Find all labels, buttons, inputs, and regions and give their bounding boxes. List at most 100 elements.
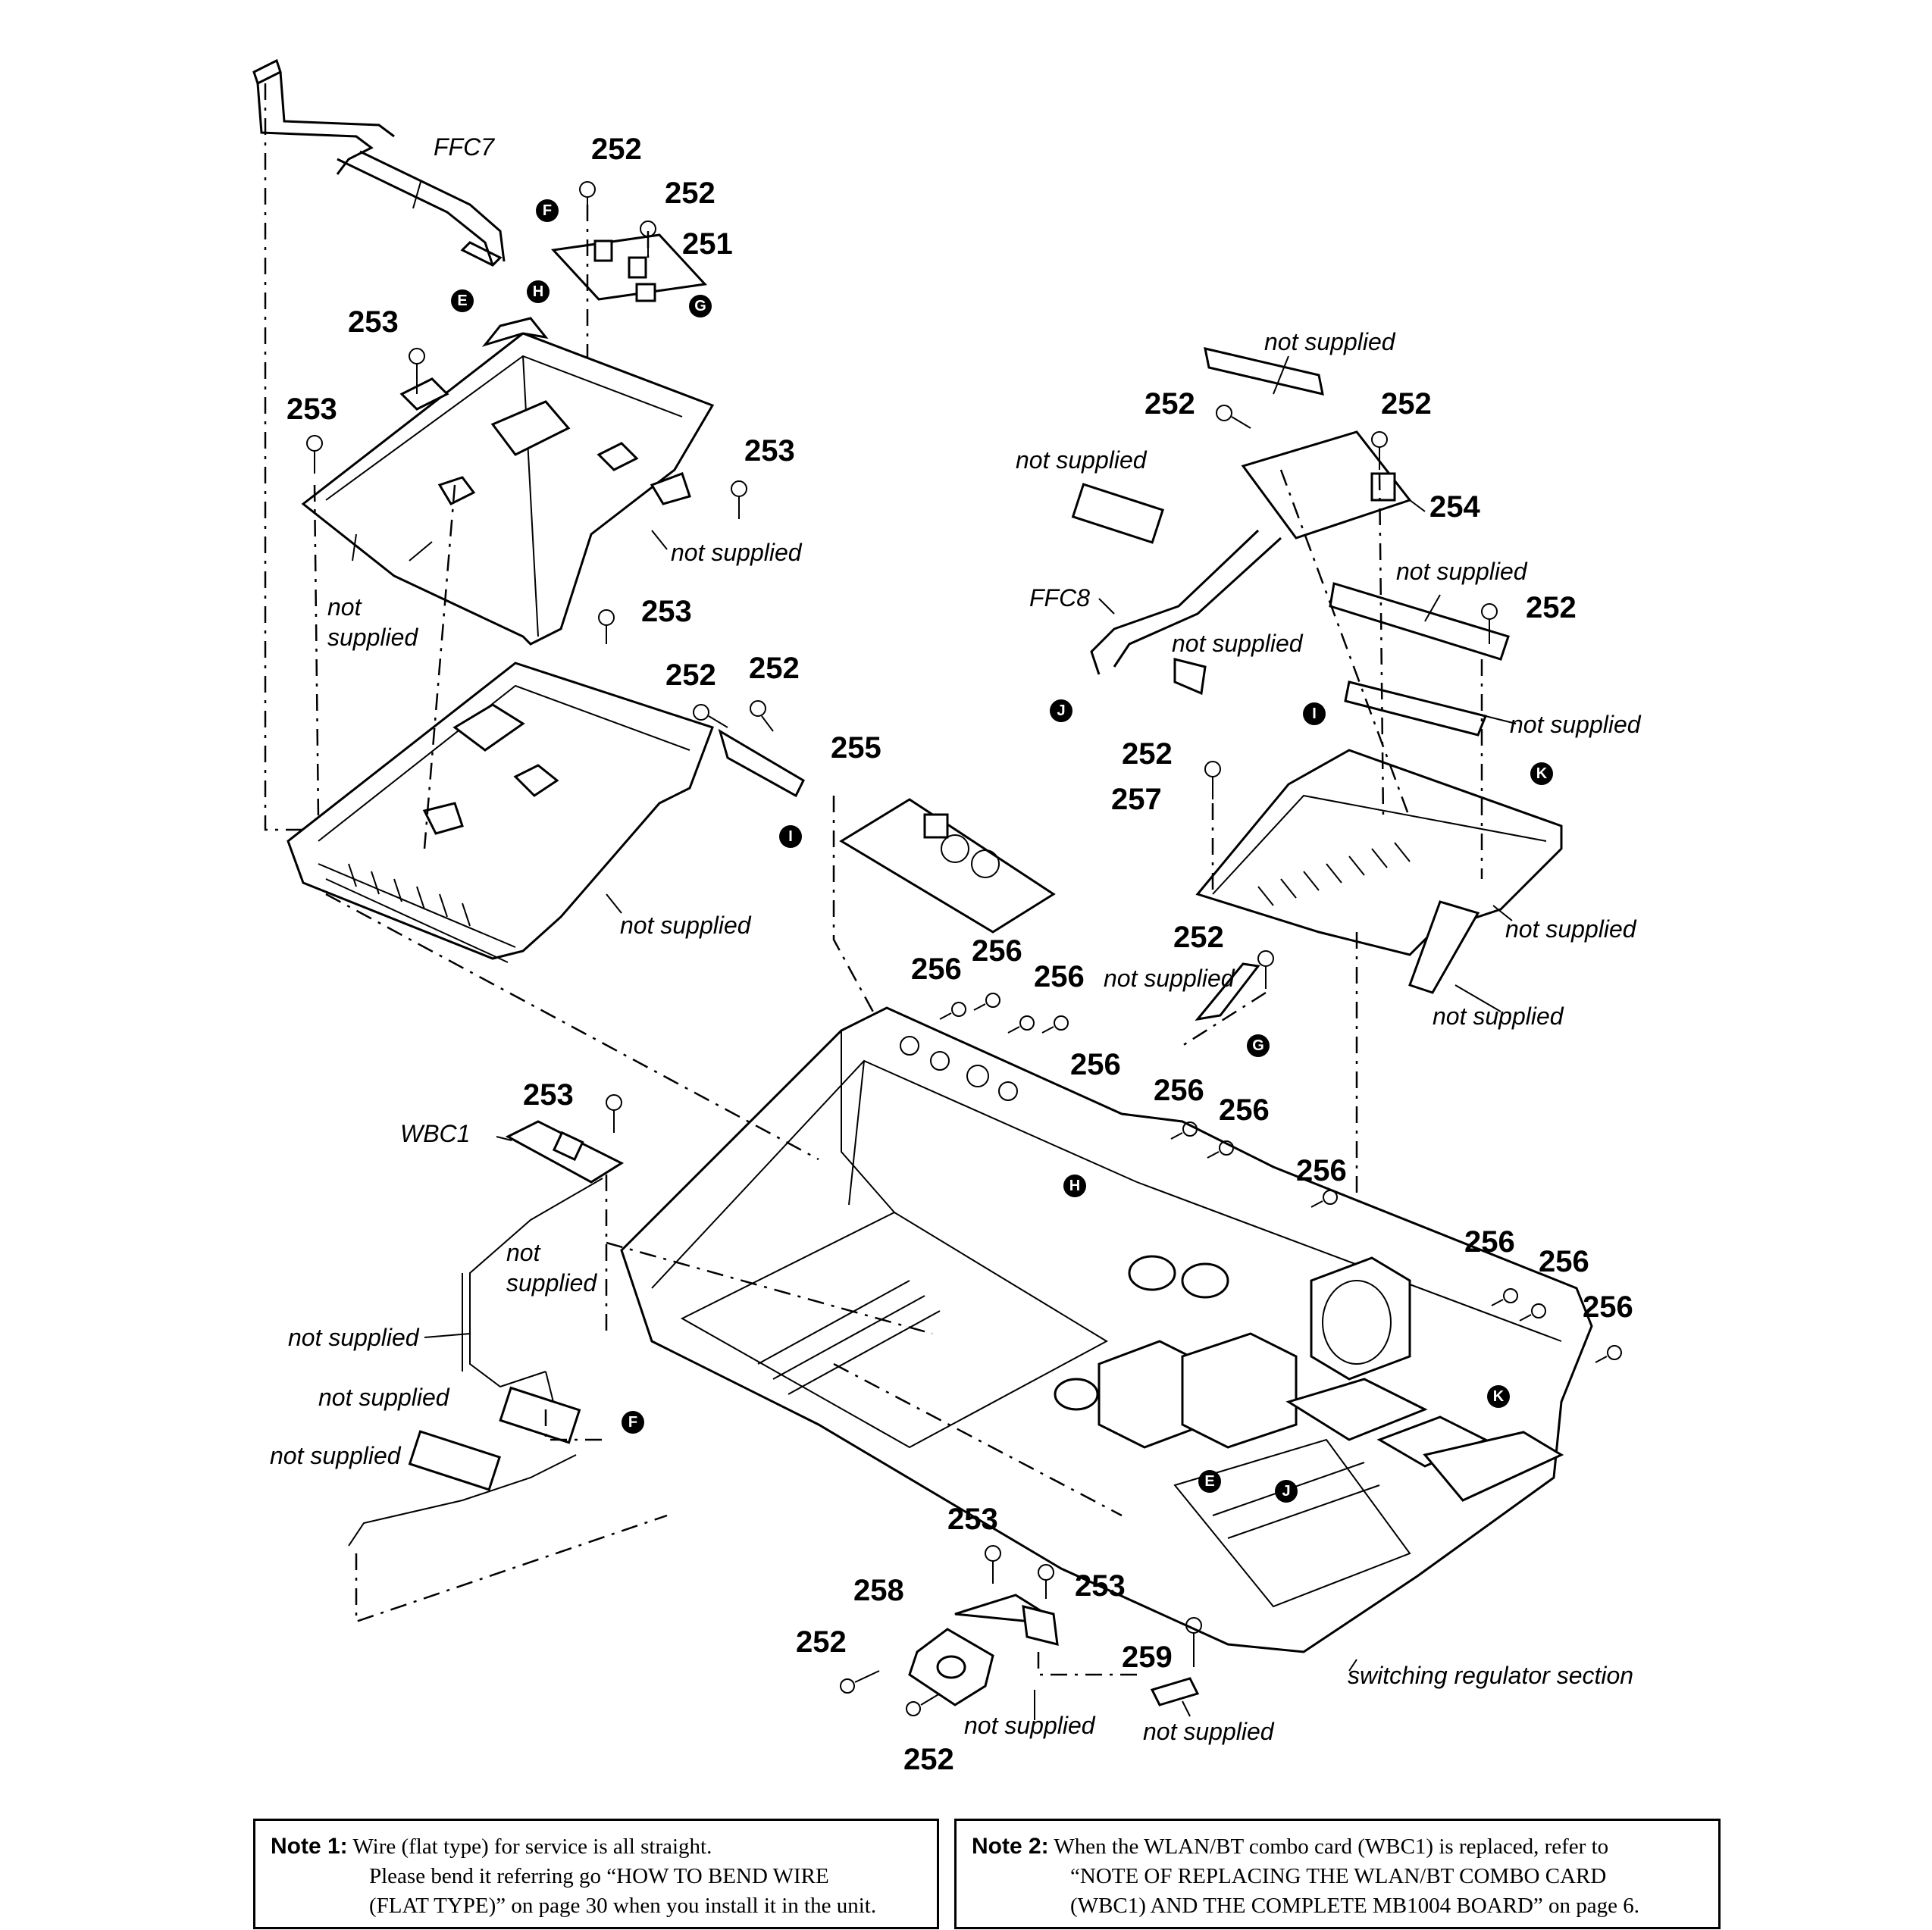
marker-k-lower: K	[1487, 1385, 1510, 1408]
svg-text:F: F	[628, 1414, 637, 1431]
note-1-line1: Wire (flat type) for service is all stra…	[352, 1835, 712, 1859]
note-1-label: Note 1:	[271, 1834, 348, 1859]
part-num-256: 256	[1219, 1093, 1270, 1127]
note-2-line2: “NOTE OF REPLACING THE WLAN/BT COMBO CAR…	[1070, 1864, 1607, 1888]
label-ffc7: FFC7	[434, 133, 495, 161]
leader-lines	[352, 181, 1517, 1720]
part-num-259: 259	[1122, 1641, 1173, 1674]
part-num-252: 252	[665, 658, 716, 692]
label-supplied: supplied	[506, 1269, 597, 1297]
part-num-256: 256	[1583, 1290, 1633, 1324]
svg-text:I: I	[788, 828, 793, 845]
part-num-253: 253	[641, 595, 692, 628]
marker-h-mid: H	[1063, 1175, 1086, 1197]
svg-text:H: H	[533, 283, 543, 300]
board-255	[839, 798, 1056, 934]
note-2-box: Note 2: When the WLAN/BT combo card (WBC…	[954, 1819, 1721, 1929]
part-num-252: 252	[1122, 737, 1173, 771]
part-num-251: 251	[682, 227, 733, 261]
part-num-256: 256	[972, 934, 1022, 968]
wbc1-cables	[348, 1178, 603, 1547]
part-num-256: 256	[1154, 1074, 1204, 1107]
mid-chassis-left	[287, 662, 805, 963]
note-1-box: Note 1: Wire (flat type) for service is …	[253, 1819, 939, 1929]
label-not-supplied: not supplied	[288, 1324, 420, 1351]
part-num-252: 252	[591, 133, 642, 166]
screws	[306, 181, 1622, 1716]
note-2-line3: (WBC1) AND THE COMPLETE MB1004 BOARD” on…	[1070, 1894, 1640, 1918]
part-num-252: 252	[1526, 591, 1577, 624]
wbc1-card	[505, 1120, 625, 1184]
ffc8-cable	[1071, 483, 1282, 675]
part-num-252: 252	[796, 1625, 847, 1659]
label-not: not	[506, 1239, 541, 1266]
part-num-252: 252	[1173, 921, 1224, 954]
bracket-259	[1150, 1677, 1200, 1706]
marker-g-top: G	[689, 295, 712, 317]
marker-e-lower: E	[1198, 1470, 1221, 1493]
marker-i-right: I	[1303, 702, 1326, 725]
label-not-supplied: not supplied	[318, 1384, 450, 1411]
note-2-line1: When the WLAN/BT combo card (WBC1) is re…	[1054, 1835, 1609, 1859]
label-not-supplied: not supplied	[1104, 965, 1235, 992]
label-not: not	[327, 593, 362, 621]
marker-e-top: E	[451, 289, 474, 312]
svg-text:E: E	[457, 292, 467, 309]
part-num-252: 252	[1381, 387, 1432, 421]
label-supplied: supplied	[327, 624, 418, 651]
note-1-line2: Please bend it referring go “HOW TO BEND…	[369, 1864, 829, 1888]
bracket-258	[908, 1628, 994, 1706]
marker-h-top: H	[527, 280, 550, 303]
note-1-line3: (FLAT TYPE)” on page 30 when you install…	[369, 1894, 877, 1918]
svg-text:J: J	[1057, 702, 1065, 719]
svg-text:H: H	[1069, 1178, 1080, 1194]
part-num-252: 252	[749, 652, 800, 685]
label-not-supplied: not supplied	[1016, 446, 1148, 474]
svg-text:F: F	[543, 202, 552, 219]
part-num-255: 255	[831, 731, 881, 765]
board-251	[550, 233, 708, 302]
main-chassis	[620, 1006, 1593, 1653]
label-not-supplied: not supplied	[964, 1712, 1096, 1739]
label-not-supplied: not supplied	[1143, 1718, 1275, 1745]
label-ffc8: FFC8	[1029, 584, 1090, 612]
part-num-256: 256	[1070, 1048, 1121, 1081]
label-not-supplied: not supplied	[1505, 915, 1637, 943]
part-num-258: 258	[853, 1574, 904, 1607]
part-num-253: 253	[523, 1078, 574, 1112]
part-num-254: 254	[1429, 490, 1480, 524]
top-cover-left	[301, 317, 715, 646]
svg-text:K: K	[1493, 1388, 1505, 1405]
marker-f-lower: F	[622, 1411, 644, 1434]
part-num-253: 253	[287, 393, 337, 426]
top-cover-right	[1173, 582, 1563, 1021]
marker-f-top: F	[536, 199, 559, 222]
label-switching-regulator: switching regulator section	[1348, 1662, 1633, 1689]
marker-g-mid: G	[1247, 1034, 1270, 1057]
part-num-253: 253	[1075, 1569, 1126, 1603]
svg-text:K: K	[1536, 765, 1548, 782]
label-not-supplied: not supplied	[270, 1442, 402, 1469]
svg-text:G: G	[1252, 1037, 1264, 1054]
part-num-256: 256	[911, 952, 962, 986]
label-not-supplied: not supplied	[620, 912, 752, 939]
part-num-253: 253	[947, 1503, 998, 1536]
marker-k-right: K	[1530, 762, 1553, 785]
part-num-252: 252	[903, 1743, 954, 1776]
bracket-253-lower	[954, 1594, 1059, 1646]
ffc7-cable	[252, 58, 506, 267]
part-num-256: 256	[1464, 1225, 1515, 1259]
label-not-supplied: not supplied	[1433, 1003, 1564, 1030]
note-2-label: Note 2:	[972, 1834, 1049, 1859]
part-num-253: 253	[744, 434, 795, 468]
marker-j-lower: J	[1275, 1480, 1298, 1503]
part-num-256: 256	[1296, 1154, 1347, 1187]
part-num-253: 253	[348, 305, 399, 339]
svg-text:E: E	[1204, 1473, 1214, 1490]
part-num-256: 256	[1034, 960, 1085, 993]
label-not-supplied: not supplied	[1264, 328, 1396, 355]
label-not-supplied: not supplied	[1172, 630, 1304, 657]
label-wbc1: WBC1	[400, 1120, 470, 1147]
svg-text:I: I	[1312, 705, 1317, 722]
